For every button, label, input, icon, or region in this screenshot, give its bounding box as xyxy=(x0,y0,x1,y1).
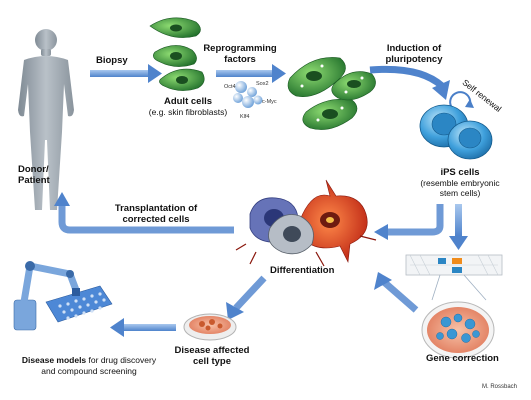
ips-cells-subtitle: (resemble embryonic stem cells) xyxy=(420,178,500,198)
disease-models-label: Disease models for drug discovery xyxy=(4,355,174,366)
factor-oct4-label: Oct4 xyxy=(224,84,236,90)
reprogramming-factors-label: Reprogramming factors xyxy=(203,43,277,65)
ips-cells-icon xyxy=(419,104,493,160)
adult-cells-title: Adult cells xyxy=(163,96,213,107)
human-figure-icon xyxy=(18,29,74,210)
transplantation-arrow xyxy=(54,192,234,234)
reprogramming-factors-icon xyxy=(233,81,263,108)
to-gene-correction-arrow xyxy=(449,204,468,250)
factor-sox2-label: Sox2 xyxy=(256,81,269,87)
disease-models-line2: and compound screening xyxy=(41,366,137,376)
credit-label: M. Rossbach xyxy=(482,384,518,390)
biopsy-label: Biopsy xyxy=(96,55,128,66)
gene-correction-label: Gene correction xyxy=(426,353,499,364)
dna-strand-icon xyxy=(405,254,503,301)
differentiated-cells-icon xyxy=(235,179,377,267)
reprogrammed-cells-icon xyxy=(287,57,376,130)
donor-patient-label: Donor/ Patient xyxy=(18,164,50,186)
differentiation-label: Differentiation xyxy=(270,265,335,276)
biopsy-arrow xyxy=(90,64,162,83)
adult-cells-subtitle: (e.g. skin fibroblasts) xyxy=(148,107,228,117)
disease-models-bold: Disease models xyxy=(21,355,87,365)
gene-correction-dish-icon xyxy=(421,301,495,359)
ips-cells-title: iPS cells xyxy=(440,167,480,178)
reprogramming-arrow xyxy=(216,64,286,83)
adult-fibroblast-cells-icon xyxy=(149,17,205,91)
factor-klf4-label: Klf4 xyxy=(240,114,250,120)
transplantation-label: Transplantation of corrected cells xyxy=(114,203,198,225)
factor-cmyc-label: c-Myc xyxy=(262,99,277,105)
disease-affected-dish-icon xyxy=(183,313,237,341)
induction-label: Induction of pluripotency xyxy=(385,43,443,65)
to-disease-cell-type-arrow xyxy=(226,275,267,320)
disease-affected-label: Disease affected cell type xyxy=(174,345,250,367)
induction-arrow xyxy=(369,65,450,100)
gene-correction-to-differentiation-arrow xyxy=(374,272,419,313)
robot-screening-icon xyxy=(13,261,113,331)
to-disease-models-arrow xyxy=(110,318,176,337)
to-differentiation-arrow xyxy=(374,204,444,240)
disease-models-rest: for drug discovery xyxy=(86,355,157,365)
